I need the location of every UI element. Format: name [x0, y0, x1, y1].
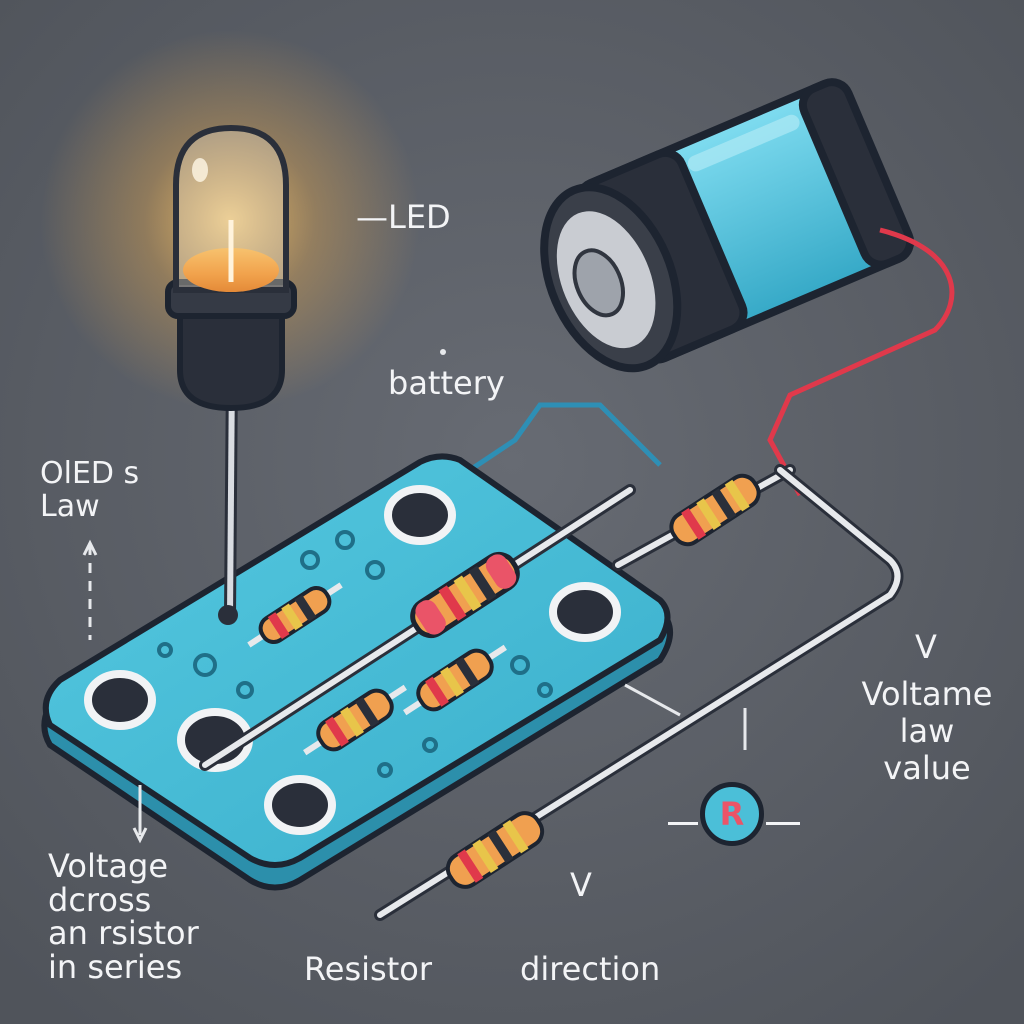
r-badge: R: [700, 782, 764, 846]
battery-label: battery: [388, 364, 505, 402]
voltame-label: Voltame law value: [861, 675, 993, 787]
r-badge-left-dash: [668, 822, 698, 825]
direction-label: direction: [520, 950, 661, 988]
voltage-across-label: Voltage dcross an rsistor in series: [48, 847, 199, 986]
red-wire: [767, 227, 955, 497]
led-label: —LED: [356, 198, 451, 236]
oleds-law-label: OlED s Law: [40, 456, 140, 524]
resistor-label: Resistor: [304, 950, 432, 988]
r-badge-right-dash: [766, 822, 800, 825]
battery-icon: [540, 78, 915, 373]
resistor-icon: [247, 473, 761, 889]
blue-wire: [468, 402, 662, 473]
v-top-label: V: [915, 628, 937, 666]
led-bulb-icon: [165, 124, 297, 625]
v-bottom-label: V: [570, 866, 592, 904]
